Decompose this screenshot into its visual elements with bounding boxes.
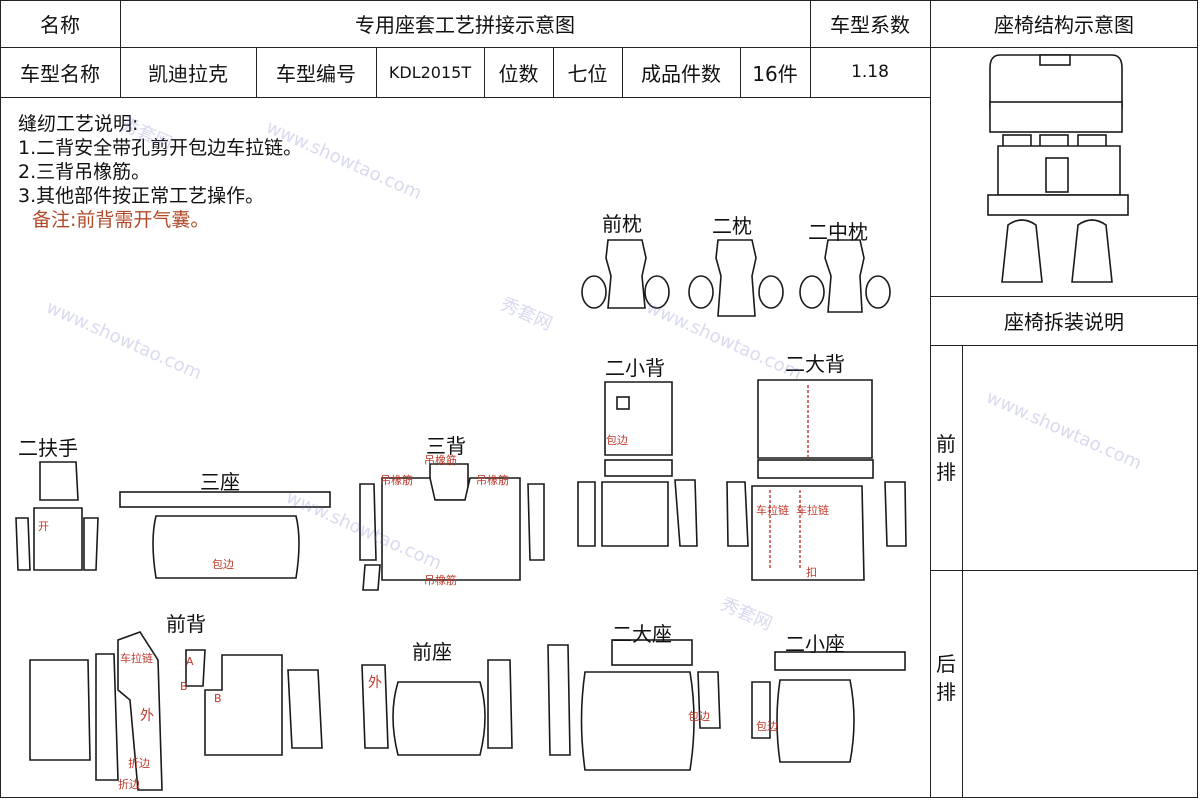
sewing-note-1: 1.二背安全带孔剪开包边车拉链。 [18, 137, 303, 159]
second-headrest-piece [688, 239, 784, 317]
part-label-third-back: 三背 [426, 434, 466, 458]
grid-line [810, 0, 811, 47]
grid-line [553, 47, 554, 97]
sewing-notes-title: 缝纫工艺说明: [18, 113, 139, 135]
pieces-value: 16件 [752, 61, 798, 86]
grid-line [376, 47, 377, 97]
second-small-back-piece [577, 381, 698, 547]
part-label-second-small-back: 二小背 [605, 356, 665, 380]
annotation-binding-third-seat: 包边 [212, 558, 234, 571]
seats-value: 七位 [567, 61, 608, 86]
part-label-front-back: 前背 [166, 612, 206, 636]
grid-line [740, 47, 741, 97]
annotation-zipper-front-back: 车拉链 [120, 652, 153, 665]
model-code-value: KDL2015T [388, 62, 472, 82]
grid-line [256, 47, 257, 97]
annotation-outer-front-seat: 外 [368, 675, 382, 691]
annotation-binding-large-seat: 包边 [688, 710, 710, 723]
model-name-value: 凯迪拉克 [148, 61, 228, 86]
grid-line [930, 47, 1198, 48]
part-label-second-large-back: 二大背 [785, 352, 845, 376]
annotation-elastic-bottom: 吊橡筋 [424, 574, 457, 587]
coefficient-value: 1.18 [851, 62, 889, 82]
grid-line [120, 0, 121, 47]
part-label-second-headrest: 二枕 [712, 214, 752, 238]
model-code-label: 车型编号 [276, 61, 356, 86]
part-label-second-armrest: 二扶手 [18, 436, 78, 460]
annotation-elastic-right: 吊橡筋 [476, 474, 509, 487]
second-middle-headrest-piece [799, 239, 891, 313]
sewing-note-3: 3.其他部件按正常工艺操作。 [18, 185, 265, 207]
grid-line [120, 47, 121, 97]
annotation-zipper-right: 车拉链 [796, 504, 829, 517]
part-label-second-middle-headrest: 二中枕 [808, 220, 868, 244]
page-title: 专用座套工艺拼接示意图 [355, 13, 575, 37]
annotation-elastic-top: 吊橡筋 [424, 454, 457, 467]
part-label-front-headrest: 前枕 [602, 212, 642, 236]
remark-note: 备注:前背需开气囊。 [32, 209, 210, 231]
right-panel-divider [930, 0, 931, 798]
info-row-divider [0, 97, 930, 98]
front-headrest-piece [581, 239, 670, 309]
annotation-elastic-left: 吊橡筋 [380, 474, 413, 487]
seat-structure-title: 座椅结构示意图 [994, 13, 1134, 37]
assembly-title: 座椅拆装说明 [1004, 310, 1124, 334]
annotation-open: 开 [38, 520, 49, 533]
front-seat-piece [361, 659, 513, 756]
grid-line [930, 345, 1198, 346]
grid-line [962, 345, 963, 798]
second-small-seat-piece [751, 651, 906, 763]
annotation-outer-front-back: 外 [140, 708, 154, 724]
grid-line [930, 570, 1198, 571]
grid-line [484, 47, 485, 97]
grid-line [622, 47, 623, 97]
part-label-third-seat: 三座 [200, 470, 240, 494]
coefficient-label: 车型系数 [830, 13, 910, 37]
sewing-notes: 缝纫工艺说明: 1.二背安全带孔剪开包边车拉链。 2.三背吊橡筋。 3.其他部件… [18, 112, 302, 232]
annotation-binding-small-back: 包边 [606, 434, 628, 447]
annotation-fold-edge-2: 折边 [118, 778, 140, 791]
sewing-note-2: 2.三背吊橡筋。 [18, 161, 151, 183]
second-large-back-piece [726, 379, 907, 581]
part-label-second-small-seat: 二小座 [785, 632, 845, 656]
second-large-seat-piece [547, 639, 721, 771]
pieces-label: 成品件数 [641, 61, 721, 86]
third-seat-piece [119, 491, 331, 579]
part-label-front-seat: 前座 [412, 640, 452, 664]
annotation-buckle: 扣 [806, 566, 817, 579]
front-row-label: 前排 [936, 432, 956, 484]
annotation-binding-small-seat: 包边 [756, 720, 778, 733]
header-divider [0, 47, 930, 48]
annotation-zipper-left: 车拉链 [756, 504, 789, 517]
seats-label: 位数 [498, 61, 539, 86]
annotation-fold-edge: 折边 [128, 757, 150, 770]
annotation-mark-a: A [186, 655, 194, 668]
grid-line [810, 47, 811, 97]
part-label-second-large-seat: 二大座 [612, 622, 672, 646]
grid-line [930, 296, 1198, 297]
front-back-piece [29, 631, 323, 791]
annotation-mark-b-2: B [214, 692, 222, 705]
model-name-label: 车型名称 [20, 61, 100, 86]
annotation-mark-b: B [180, 680, 188, 693]
rear-row-label: 后排 [936, 652, 956, 704]
second-armrest-piece [15, 461, 99, 571]
seat-structure-diagram [987, 54, 1129, 283]
third-back-piece [359, 463, 545, 591]
name-label: 名称 [40, 13, 80, 37]
